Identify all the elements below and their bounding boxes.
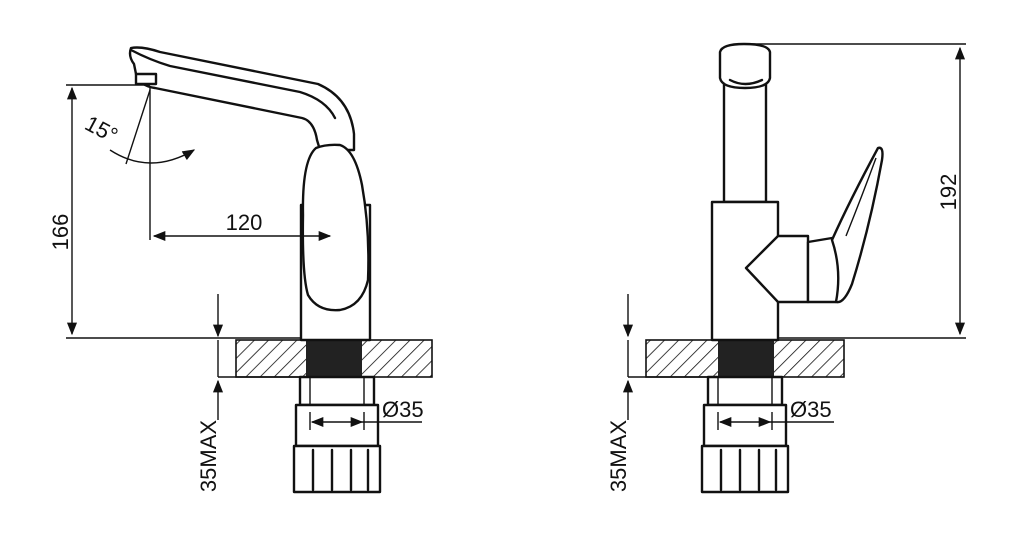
front-angle-label: 15°: [81, 111, 122, 149]
side-view: 192 Ø35 35MAX: [606, 42, 966, 494]
side-seal: [718, 340, 774, 377]
side-thickness-dimension: [622, 294, 708, 420]
front-shank: [292, 375, 382, 494]
side-height-dimension: [744, 43, 966, 339]
front-seal: [306, 340, 362, 377]
side-height-label: 192: [936, 174, 961, 211]
side-valve-housing: [744, 234, 810, 304]
front-reach-label: 120: [226, 210, 263, 235]
front-diameter-dimension: [309, 412, 422, 430]
front-reach-dimension: [149, 88, 332, 242]
front-handle: [301, 143, 370, 312]
side-lever: [830, 146, 884, 304]
front-height-label: 166: [48, 214, 73, 251]
side-diameter-label: Ø35: [790, 397, 832, 422]
side-countertop: [645, 339, 845, 378]
side-thickness-label: 35MAX: [606, 420, 631, 492]
side-shank: [700, 375, 790, 494]
side-diameter-dimension: [717, 412, 834, 430]
front-angle-indicator: [109, 89, 196, 165]
side-body: [710, 200, 780, 342]
front-aerator: [134, 72, 158, 86]
front-diameter-label: Ø35: [382, 397, 424, 422]
front-thickness-label: 35MAX: [196, 420, 221, 492]
front-thickness-dimension: [212, 294, 300, 420]
front-spout: [128, 46, 356, 152]
front-view: 166 120 15° Ø35 35MAX: [48, 46, 433, 494]
side-spout-head: [718, 42, 772, 90]
front-height-dimension: [66, 84, 300, 339]
front-countertop: [235, 339, 433, 378]
